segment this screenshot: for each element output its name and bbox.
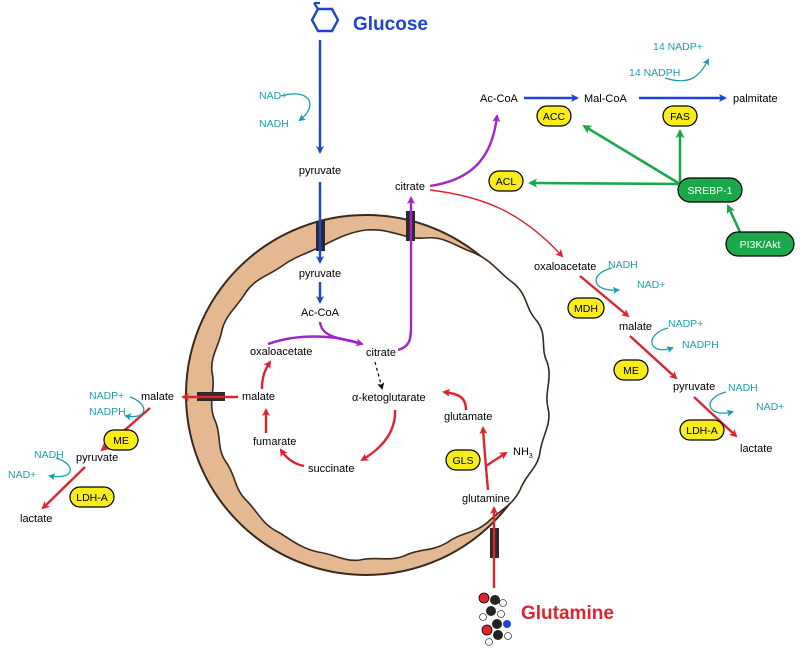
enzyme-acc-label: ACC: [543, 111, 566, 123]
enzyme-gls: [445, 449, 481, 471]
citrate-to-oaa-arrow: [429, 189, 564, 258]
succinate-mito: succinate: [308, 463, 354, 475]
enzyme-ldha-left-label: LDH-A: [76, 492, 108, 504]
akg-mito: α-ketoglutarate: [352, 392, 426, 404]
pi3k-label: PI3K/Akt: [740, 239, 781, 251]
glutamine-mito: glutamine: [462, 493, 510, 505]
acl-arrow: [429, 114, 501, 188]
pyruvate-cytosol-left: pyruvate: [76, 452, 118, 464]
enzyme-mdh-label: MDH: [574, 303, 598, 315]
me-right-nadph: NADPH: [682, 339, 719, 351]
srebp1-label: SREBP-1: [688, 185, 733, 197]
gls-arrow: [479, 426, 490, 491]
srebp-to-acl-arrow: [528, 178, 679, 188]
mitochondrion-inner-membrane: [210, 229, 550, 562]
citrate-cytosol: citrate: [395, 181, 425, 193]
fumarate-mito: fumarate: [253, 436, 296, 448]
glycolysis-nad-plus: NAD+: [259, 90, 287, 102]
mdh-arrow: [579, 275, 630, 318]
srebp1-node: [677, 177, 743, 203]
pyruvate-cytosol: pyruvate: [299, 165, 341, 177]
glutamine-molecule-icon: [478, 592, 512, 646]
enzyme-acl: [488, 170, 524, 192]
malate-mito: malate: [242, 391, 275, 403]
nh3-text: NH: [513, 446, 529, 458]
ldha-right-nad-plus: NAD+: [756, 401, 784, 413]
glucose-title: Glucose: [353, 14, 428, 35]
me-left-nadp-plus: NADP+: [89, 390, 124, 402]
me-right-nadp-plus: NADP+: [668, 318, 703, 330]
succinate-to-fumarate-arrow: [279, 448, 305, 468]
me-left-nadph: NADPH: [89, 406, 126, 418]
akg-to-succinate-arrow: [360, 409, 397, 462]
me-left-nadp-curve: [124, 396, 145, 421]
lactate-cytosol-right: lactate: [740, 443, 772, 455]
enzyme-ldha-right: [679, 419, 725, 441]
glutamate-mito: glutamate: [444, 411, 492, 423]
me-right-nadp-curve: [651, 327, 674, 353]
ldha-left-nad-plus: NAD+: [8, 469, 36, 481]
fas-nadp-plus: 14 NADP+: [653, 41, 703, 53]
me-right-arrow: [629, 335, 678, 380]
nh3-label: NH3: [513, 446, 533, 460]
lactate-cytosol-left: lactate: [20, 513, 52, 525]
mdh-nadh: NADH: [608, 259, 638, 271]
pi3k-node: [725, 231, 795, 257]
citrate-mito: citrate: [366, 347, 396, 359]
citrate-export-arrow: [397, 196, 415, 352]
acetyl-coa-cytosol: Ac-CoA: [480, 93, 519, 105]
enzyme-me-left-label: ME: [113, 435, 129, 447]
pi3k-to-srebp-arrow: [726, 204, 742, 233]
enzyme-mdh: [567, 297, 605, 319]
enzyme-me-right-label: ME: [623, 365, 639, 377]
nh3-subscript: 3: [529, 453, 533, 460]
fas-nadph: 14 NADPH: [629, 67, 680, 79]
mdh-nad-plus: NAD+: [637, 279, 665, 291]
srebp-to-acc-arrow: [582, 124, 681, 186]
oaa-to-citrate-arrow: [267, 335, 363, 346]
glutamine-title: Glutamine: [521, 603, 614, 624]
palmitate: palmitate: [733, 93, 778, 105]
glycolysis-nad-curve: [280, 93, 311, 122]
enzyme-ldha-left: [69, 486, 115, 508]
malate-to-oaa-arrow: [260, 360, 272, 390]
malate-cytosol-left: malate: [141, 391, 174, 403]
ldha-left-nadh-curve: [48, 457, 71, 481]
enzyme-me-left: [103, 429, 139, 451]
oxaloacetate-mito: oxaloacetate: [250, 346, 312, 358]
enzyme-fas: [662, 105, 698, 127]
ldha-right-nadh: NADH: [728, 382, 758, 394]
enzyme-gls-label: GLS: [452, 455, 473, 467]
ldha-right-nadh-curve: [709, 391, 734, 417]
mdh-nadh-curve: [595, 267, 620, 294]
akg-dashed-arrow: [374, 361, 385, 390]
gls-nh3-arrow: [485, 451, 508, 467]
enzyme-ldha-right-label: LDH-A: [686, 425, 718, 437]
pyruvate-cytosol-right: pyruvate: [673, 381, 715, 393]
glucose-icon: [310, 1, 340, 33]
oxaloacetate-cytosol: oxaloacetate: [534, 261, 596, 273]
enzyme-acl-label: ACL: [496, 176, 517, 188]
pyruvate-mito: pyruvate: [299, 268, 341, 280]
fas-nadph-curve: [664, 58, 709, 82]
mitochondrion: [185, 214, 550, 576]
ldha-left-nadh: NADH: [34, 449, 64, 461]
glutamate-to-akg-arrow: [442, 388, 468, 411]
malonyl-coa: Mal-CoA: [584, 93, 627, 105]
malate-cytosol-right: malate: [619, 321, 652, 333]
glycolysis-nadh: NADH: [259, 118, 289, 130]
enzyme-me-right: [613, 359, 649, 381]
acetyl-coa-mito: Ac-CoA: [301, 307, 340, 319]
enzyme-fas-label: FAS: [670, 111, 690, 123]
ldha-right-arrow: [693, 396, 738, 438]
enzyme-acc: [536, 105, 572, 127]
ldha-left-arrow: [41, 466, 86, 510]
